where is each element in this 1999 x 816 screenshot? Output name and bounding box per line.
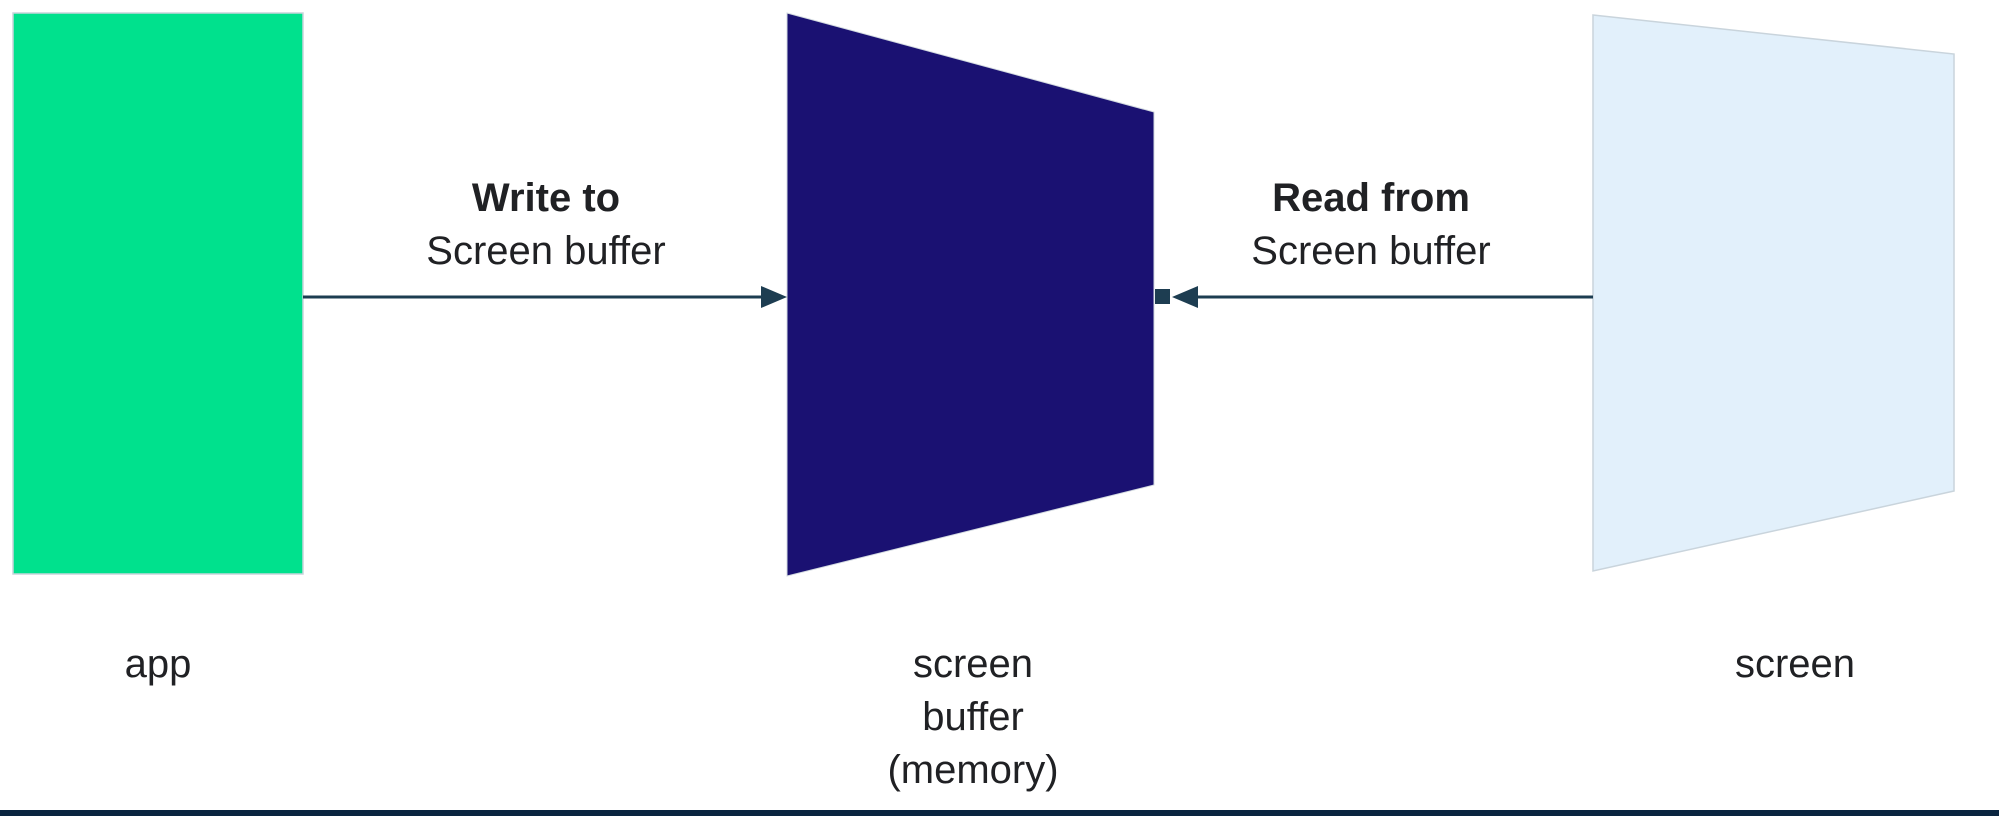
write-arrow-label-subtitle: Screen buffer xyxy=(426,229,666,273)
app-node-shape xyxy=(12,12,304,575)
app-node-label: app xyxy=(124,642,192,686)
read-arrow-head-icon xyxy=(1172,286,1198,308)
read-arrow-label-subtitle: Screen buffer xyxy=(1251,229,1491,273)
screen-node-shape xyxy=(1592,14,1955,572)
write-arrow-label-title: Write to xyxy=(471,176,621,220)
read-arrow-endpoint-square xyxy=(1155,289,1170,304)
screen-node-label: screen xyxy=(1734,642,1856,686)
screen-buffer-node-shape xyxy=(786,12,1155,577)
write-arrow-head-icon xyxy=(761,286,787,308)
read-arrow-label: Read from Screen buffer xyxy=(1171,172,1571,278)
read-arrow-label-title: Read from xyxy=(1272,176,1470,220)
write-arrow-label: Write to Screen buffer xyxy=(346,172,746,278)
baseline-rule xyxy=(0,810,1999,816)
screen-buffer-node-label: screen buffer (memory) xyxy=(887,642,1059,792)
